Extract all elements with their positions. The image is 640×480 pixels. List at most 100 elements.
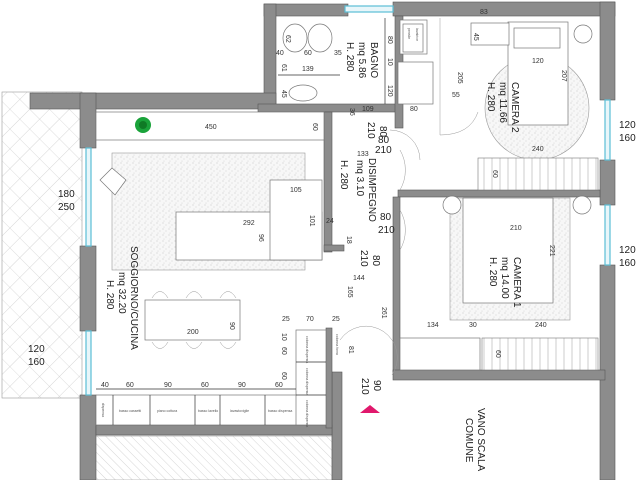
- window-height: 250: [58, 202, 75, 213]
- dimension: 60: [280, 372, 287, 380]
- room-name: BAGNO: [368, 42, 379, 78]
- dimension: 10: [386, 58, 393, 66]
- dimension: 60: [304, 50, 312, 57]
- door-height: 210: [359, 378, 370, 395]
- dimension: 55: [452, 92, 460, 99]
- door-height: 210: [365, 122, 376, 139]
- dimension: 109: [362, 106, 374, 113]
- room-height: H. 280: [487, 257, 498, 287]
- dimension: 70: [306, 316, 314, 323]
- cabinet-label: basso lavello: [198, 409, 218, 413]
- dimension: 10: [280, 333, 287, 341]
- dimension: 105: [290, 187, 302, 194]
- dimension: 120: [532, 58, 544, 65]
- dimension: 205: [456, 72, 463, 84]
- door-width: 80: [377, 126, 388, 138]
- dimensions-kitchen: 40 60 90 60 90 60 10 60 60: [96, 333, 296, 390]
- room-area: mq 11.66: [497, 82, 508, 123]
- dimension: 83: [480, 9, 488, 16]
- cabinet-label: colonna dispensa: [305, 400, 309, 427]
- cabinet-label: basso cassetti: [119, 409, 141, 413]
- window-width: 120: [619, 245, 636, 256]
- cabinet-label: pensile: [407, 28, 411, 39]
- dimension: 60: [126, 382, 134, 389]
- cabinet-label: piano cottura: [157, 409, 177, 413]
- dimensions-bagno: 62 40 60 35 61 139 45 109 36 80 10 120 8…: [276, 35, 418, 116]
- desk: [470, 22, 510, 46]
- room-area: mq 3.10: [354, 160, 365, 197]
- dimension: 35: [334, 50, 342, 57]
- balcony: [1, 91, 83, 399]
- terrace-hatch: [81, 435, 333, 480]
- dimension: 18: [345, 236, 352, 244]
- dimension: 240: [535, 322, 547, 329]
- dimension: 90: [228, 322, 235, 330]
- room-name: SOGGIORNO/CUCINA: [128, 246, 139, 350]
- window-height: 160: [619, 258, 636, 269]
- cabinet-labels: dispensa basso cassetti piano cottura ba…: [101, 28, 419, 427]
- cabinet-label: colonna forno: [335, 334, 339, 355]
- dimension: 62: [284, 35, 291, 43]
- room-label-camera1: CAMERA 1 mq 14.00 H. 280: [487, 257, 522, 308]
- window-width: 120: [619, 120, 636, 131]
- dimension: 60: [494, 350, 501, 358]
- door-width: 80: [378, 135, 390, 146]
- dimension: 90: [164, 382, 172, 389]
- wardrobe-camera1: [481, 337, 599, 371]
- room-height: H. 280: [344, 42, 355, 72]
- dimension: 210: [510, 225, 522, 232]
- dimension: 207: [560, 70, 567, 82]
- dimension: 60: [201, 382, 209, 389]
- room-label-vano-scala: VANO SCALA COMUNE: [463, 408, 486, 471]
- dimension: 165: [346, 286, 353, 298]
- bed-camera1: [462, 197, 554, 304]
- room-height: H. 280: [485, 82, 496, 112]
- dimension: 24: [326, 218, 334, 225]
- dimension: 90: [238, 382, 246, 389]
- opening-labels: 120 160 120 160 180 250 120 160 80 210 8…: [28, 120, 636, 395]
- dimension: 36: [348, 108, 355, 116]
- room-name-2: COMUNE: [463, 418, 474, 463]
- console-shelf: [95, 111, 325, 141]
- room-area: mq 5.86: [356, 42, 367, 79]
- window-width: 120: [28, 344, 45, 355]
- dimension: 450: [205, 124, 217, 131]
- nightstand: [573, 24, 593, 44]
- dimension: 45: [280, 90, 287, 98]
- room-area: mq 14.00: [499, 257, 510, 299]
- dimension: 261: [380, 307, 387, 319]
- door-height: 210: [378, 225, 395, 236]
- dimension: 30: [469, 322, 477, 329]
- dimension: 292: [243, 220, 255, 227]
- room-name: CAMERA 1: [511, 257, 522, 308]
- dimension: 80: [410, 106, 418, 113]
- dimension: 96: [257, 234, 264, 242]
- cabinet-label: colonna dispensa: [305, 336, 309, 363]
- window-balcony: [85, 147, 92, 247]
- walls: [29, 1, 616, 480]
- washing-machine-icon: [402, 23, 424, 53]
- plant-icon: [135, 117, 151, 133]
- dimension: 80: [386, 36, 393, 44]
- window-camera2: [604, 99, 611, 161]
- dimension: 120: [386, 85, 393, 97]
- dimension: 139: [302, 66, 314, 73]
- entry-arrow-icon: [360, 405, 380, 413]
- dimension: 60: [311, 123, 318, 131]
- room-label-disimpegno: DISIMPEGNO mq 3.10 H. 280: [338, 158, 377, 222]
- dimensions-soggiorno: 450 60 105 292 101 96 200 90: [187, 123, 318, 336]
- room-label-soggiorno: SOGGIORNO/CUCINA mq 32.20 H. 280: [104, 246, 139, 350]
- dimension: 144: [353, 275, 365, 282]
- kitchen-cabinets: [95, 329, 327, 426]
- room-label-camera2: CAMERA 2 mq 11.66 H. 280: [485, 82, 520, 133]
- cabinet-label: lavastoviglie: [230, 409, 249, 413]
- dimension: 200: [187, 329, 199, 336]
- room-height: H. 280: [338, 160, 349, 190]
- cabinet-label: lavatrice: [415, 28, 419, 41]
- door-width: 80: [380, 212, 392, 223]
- room-area: mq 32.20: [116, 272, 127, 314]
- dimension: 25: [282, 316, 290, 323]
- door-height: 210: [358, 250, 369, 267]
- dimension: 240: [532, 146, 544, 153]
